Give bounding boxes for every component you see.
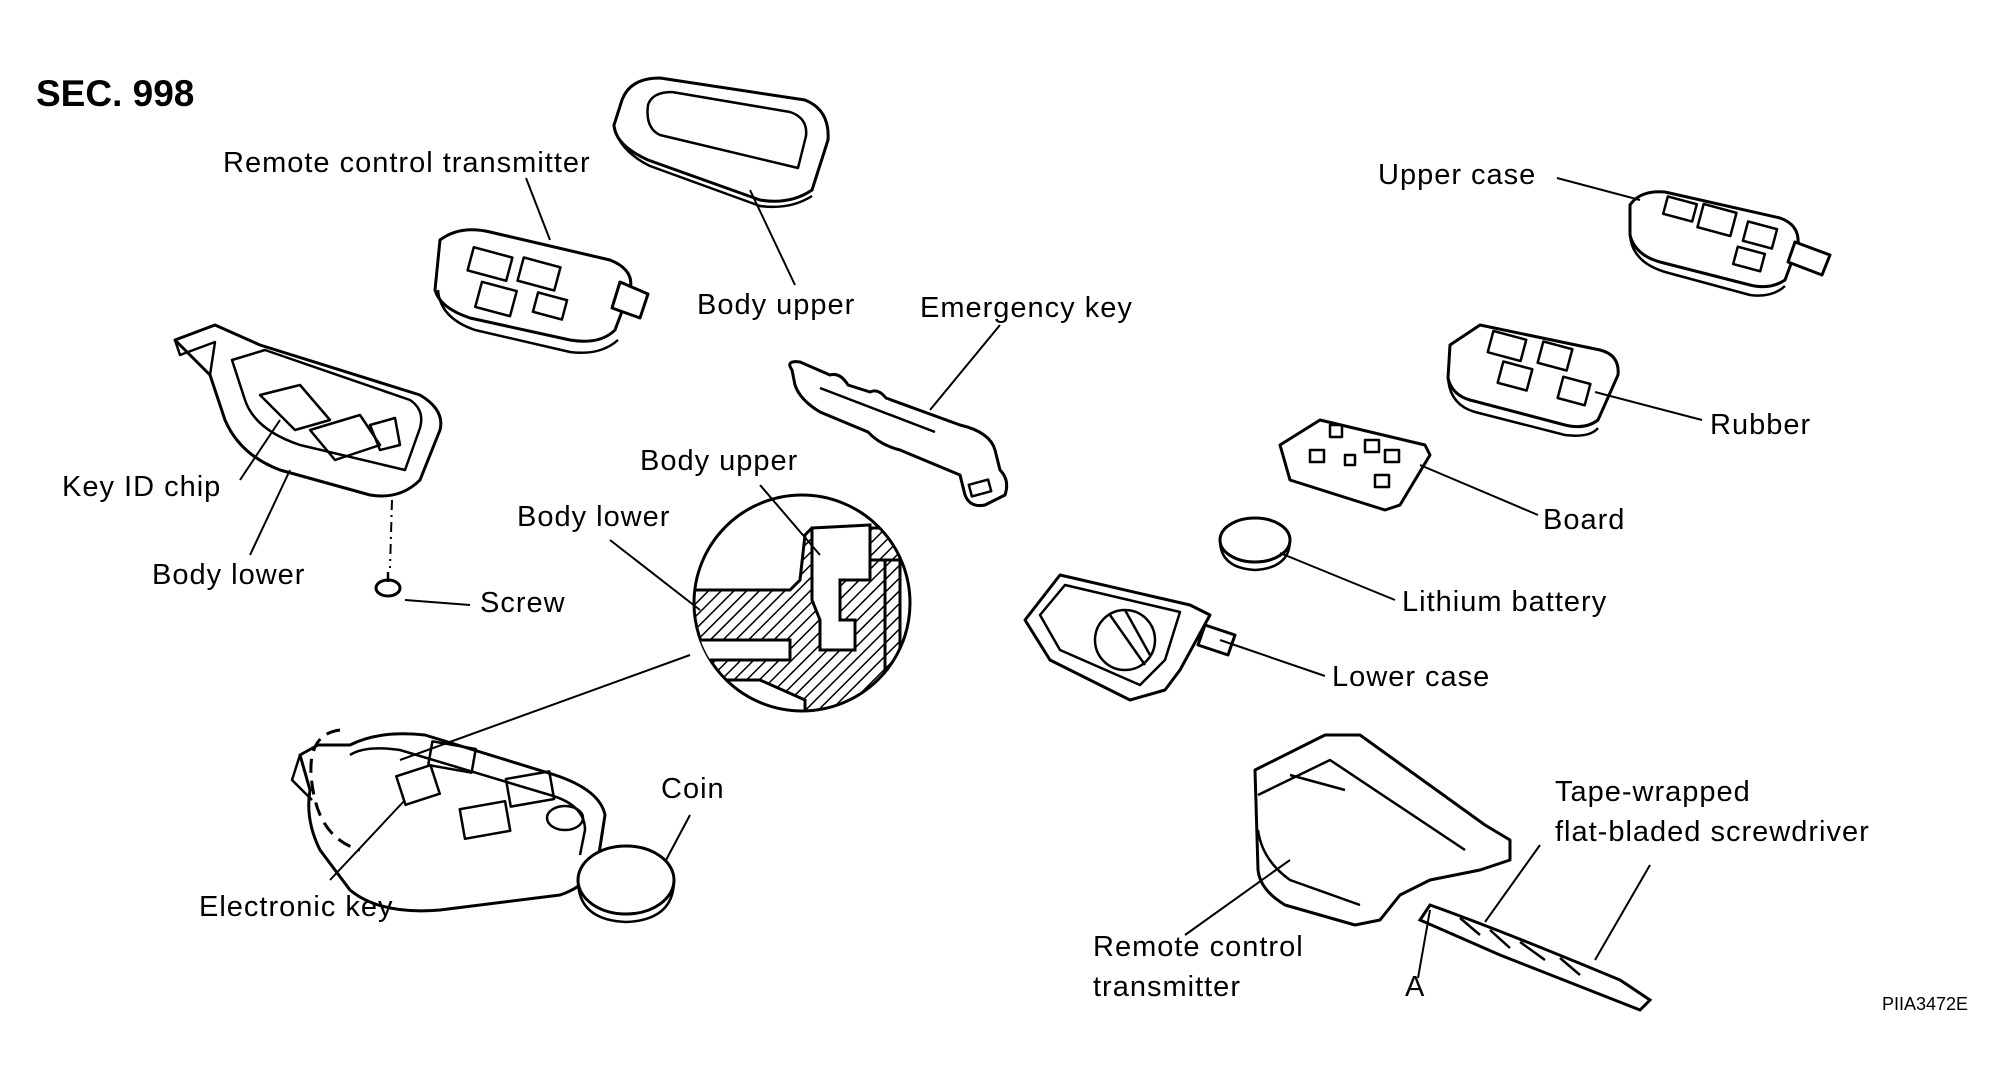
label-board: Board bbox=[1543, 504, 1626, 536]
section-number: SEC. 998 bbox=[36, 73, 195, 114]
label-body-upper-top: Body upper bbox=[697, 289, 856, 321]
emergency-key-part bbox=[788, 360, 1009, 507]
board-part bbox=[1278, 418, 1432, 512]
label-emergency-key: Emergency key bbox=[920, 292, 1133, 324]
label-electronic-key: Electronic key bbox=[199, 891, 394, 923]
label-body-lower-detail: Body lower bbox=[517, 501, 671, 533]
label-body-upper-detail: Body upper bbox=[640, 445, 799, 477]
seal-detail-circle bbox=[692, 493, 912, 713]
label-tape-wrapped-line1: Tape-wrapped bbox=[1555, 776, 1751, 808]
label-upper-case: Upper case bbox=[1378, 159, 1537, 191]
label-tape-wrapped-line2: flat-bladed screwdriver bbox=[1555, 816, 1870, 848]
label-coin: Coin bbox=[661, 773, 725, 805]
label-remote-control-transmitter-top: Remote control transmitter bbox=[223, 147, 591, 179]
lower-case-part bbox=[1023, 573, 1237, 702]
body-lower-part bbox=[173, 323, 443, 498]
label-lower-case: Lower case bbox=[1332, 661, 1491, 693]
label-screw: Screw bbox=[480, 587, 566, 619]
remote-transmitter-part bbox=[433, 228, 650, 354]
label-rct-bottom-line1: Remote control bbox=[1093, 931, 1304, 963]
label-body-lower-left: Body lower bbox=[152, 559, 306, 591]
label-point-a: A bbox=[1405, 971, 1426, 1003]
label-key-id-chip: Key ID chip bbox=[62, 471, 222, 503]
label-lithium-battery: Lithium battery bbox=[1402, 586, 1608, 618]
body-upper-part bbox=[612, 76, 830, 209]
leader-lines bbox=[239, 177, 1703, 979]
electronic-key-part bbox=[290, 728, 676, 924]
upper-case-part bbox=[1628, 190, 1832, 297]
label-rubber: Rubber bbox=[1710, 409, 1812, 441]
figure-code: PIIA3472E bbox=[1882, 994, 1969, 1014]
screwdriver-procedure-part bbox=[1253, 733, 1653, 1012]
lithium-battery-part bbox=[1218, 516, 1292, 572]
label-rct-bottom-line2: transmitter bbox=[1093, 971, 1241, 1003]
screw-part bbox=[374, 499, 402, 598]
rubber-part bbox=[1446, 323, 1620, 437]
